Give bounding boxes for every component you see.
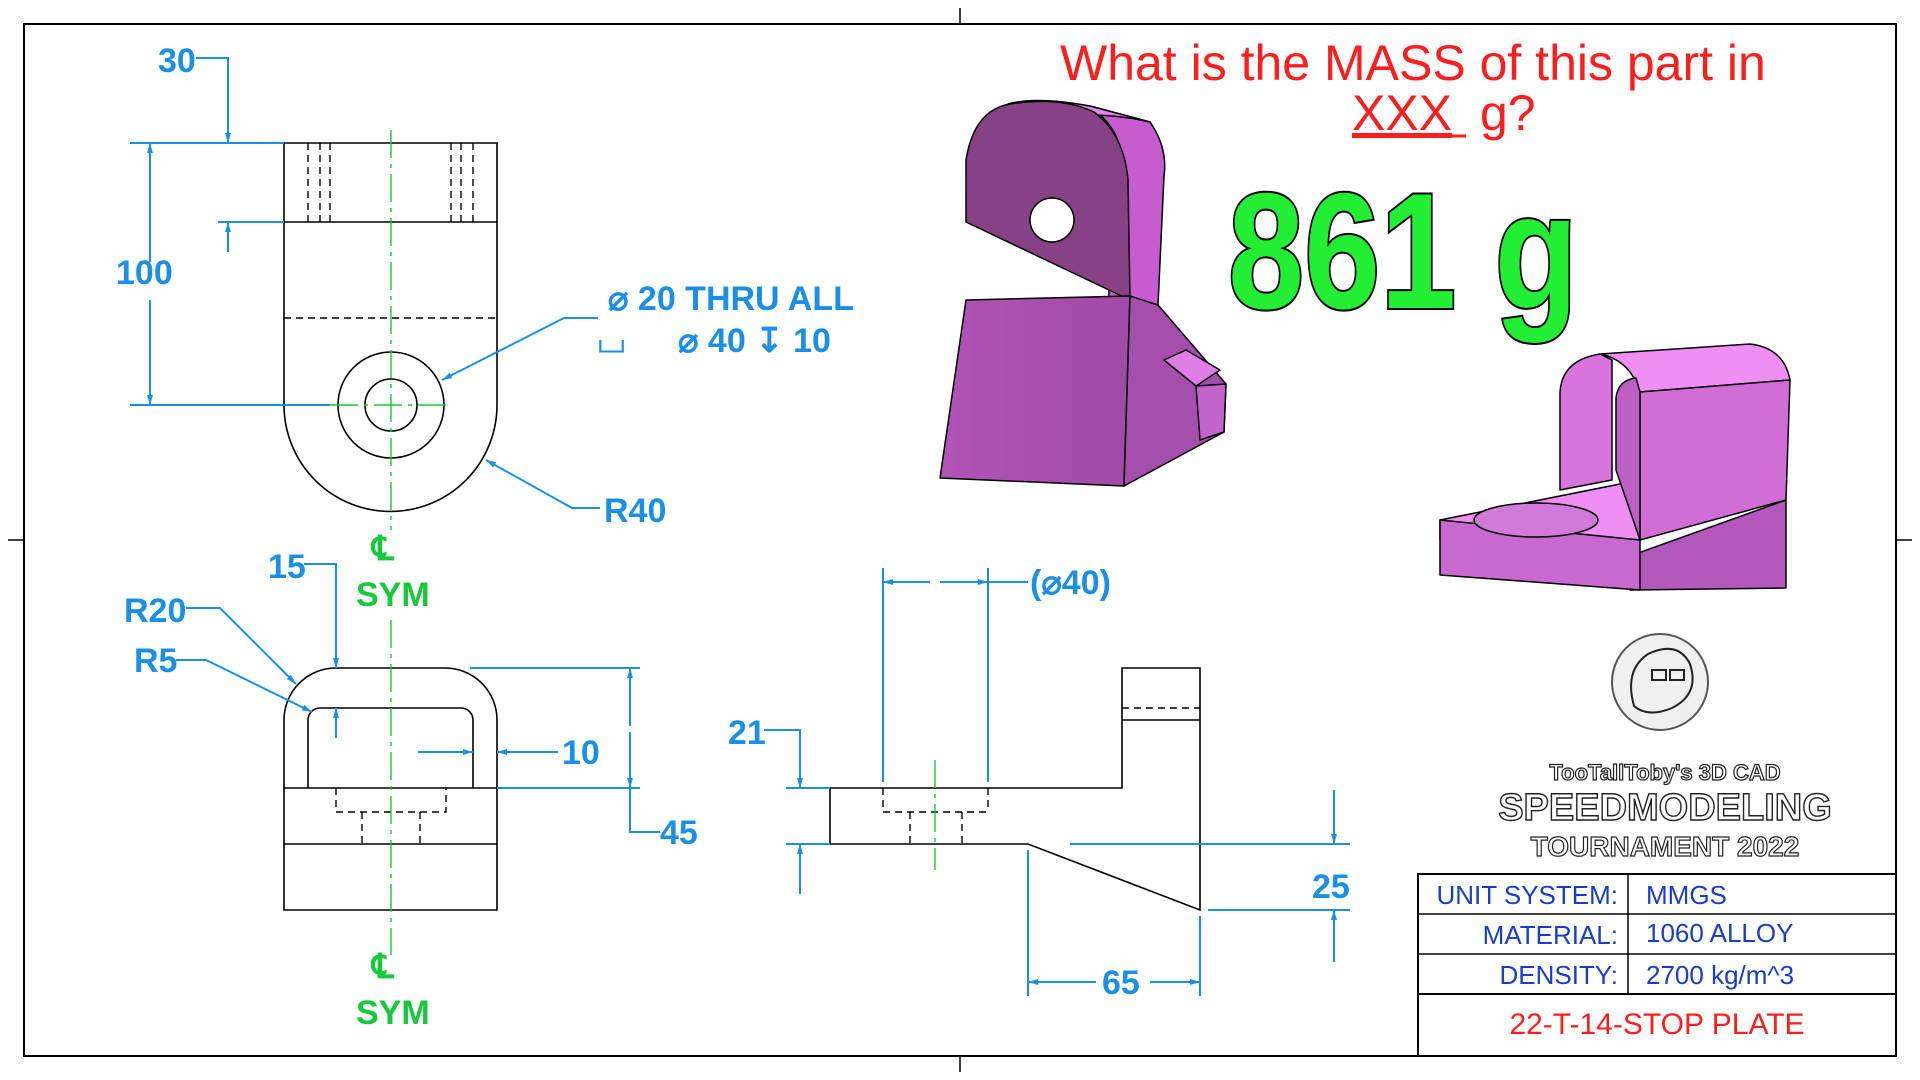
sym-label-top: SYM [356, 576, 430, 614]
dim-15: 15 [268, 548, 306, 586]
hole-callout-cbore: ⌀ 40 ↧ 10 [678, 322, 831, 360]
density-label: DENSITY: [1500, 960, 1618, 990]
unit-system-value: MMGS [1646, 880, 1727, 910]
dim-10: 10 [562, 734, 600, 772]
answer-mass: 861 g [1228, 159, 1578, 343]
front-view [283, 620, 498, 955]
top-view [283, 130, 498, 530]
dim-30: 30 [158, 42, 196, 80]
iso2-bridge-left [1559, 353, 1613, 491]
title-block: UNIT SYSTEM: MMGS MATERIAL: 1060 ALLOY D… [1417, 873, 1897, 1057]
dim-r40: R40 [604, 492, 666, 530]
logo-line-2: SPEEDMODELING [1498, 787, 1832, 829]
dim-r20: R20 [124, 592, 186, 630]
density-value: 2700 kg/m^3 [1646, 960, 1794, 990]
front-view-dimensions: 15 R20 R5 10 45 ℄ SYM [124, 548, 698, 1032]
unit-system-label: UNIT SYSTEM: [1436, 880, 1618, 910]
isometric-view-front [939, 99, 1227, 487]
dim-65: 65 [1102, 964, 1140, 1002]
question-unit: g? [1480, 85, 1536, 141]
material-label: MATERIAL: [1483, 920, 1618, 950]
iso2-hole [1473, 502, 1599, 538]
top-view-dimensions: 30 100 ⌀ 20 THRU ALL ⌴ ⌀ 40 ↧ 10 R40 ℄ S… [116, 42, 854, 614]
hole-callout-thru: ⌀ 20 THRU ALL [608, 280, 854, 318]
dim-25: 25 [1312, 868, 1350, 906]
tournament-logo: TooTallToby's 3D CAD SPEEDMODELING TOURN… [1497, 633, 1833, 863]
dim-r5: R5 [134, 642, 177, 680]
logo-face-icon [1630, 647, 1694, 714]
logo-line-1: TooTallToby's 3D CAD [1549, 760, 1780, 785]
dim-45: 45 [660, 814, 698, 852]
side-view [829, 667, 1201, 912]
iso-lower-face [939, 295, 1131, 487]
logo-emblem [1611, 633, 1709, 731]
part-name: 22-T-14-STOP PLATE [1509, 1008, 1804, 1041]
dim-21: 21 [728, 714, 766, 752]
sym-label-front: SYM [356, 994, 430, 1032]
iso-base-cutout [1163, 349, 1221, 387]
iso-hole [1029, 197, 1075, 243]
side-view-dimensions: (⌀40) 21 25 65 [728, 564, 1350, 1002]
isometric-view-back [1439, 343, 1791, 591]
dim-40-reference: (⌀40) [1030, 564, 1111, 602]
centerline-symbol-top: ℄ [370, 530, 395, 568]
dim-100: 100 [116, 254, 173, 292]
question-line-1: What is the MASS of this part in [1060, 35, 1766, 91]
material-value: 1060 ALLOY [1646, 918, 1793, 948]
logo-line-3: TOURNAMENT 2022 [1531, 831, 1800, 862]
counterbore-symbol: ⌴ [598, 322, 625, 360]
zone-ticks [8, 8, 1912, 1072]
question-xxx: XXX [1352, 85, 1452, 141]
centerline-symbol-front: ℄ [370, 948, 395, 986]
